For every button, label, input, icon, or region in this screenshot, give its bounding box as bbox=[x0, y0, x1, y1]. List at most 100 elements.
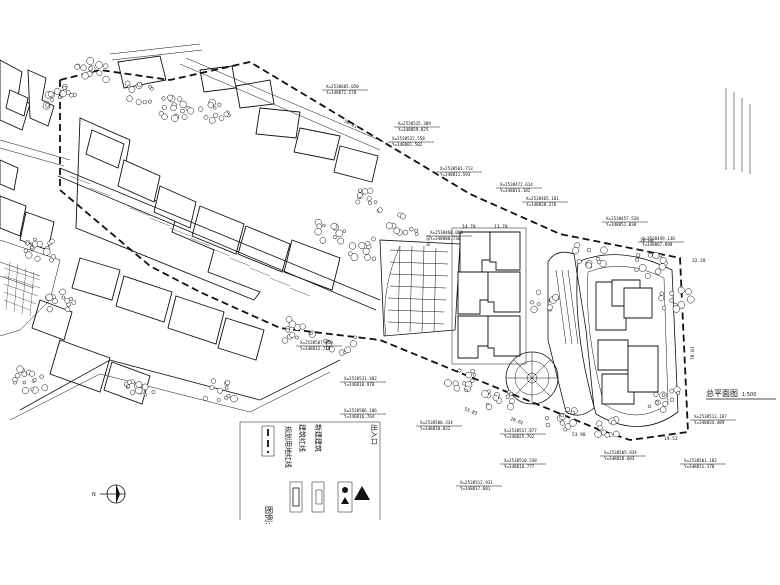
tree-symbol bbox=[218, 115, 225, 121]
dimension-label: 28.02 bbox=[509, 416, 524, 426]
tree-symbol bbox=[509, 398, 515, 404]
tree-symbol bbox=[597, 425, 603, 431]
entrance-plaza bbox=[379, 239, 461, 337]
tree-symbol bbox=[647, 252, 653, 258]
tree-symbol bbox=[358, 242, 366, 249]
tree-symbol bbox=[143, 392, 148, 397]
tree-symbol bbox=[161, 113, 168, 120]
svg-text:Y=348834.489: Y=348834.489 bbox=[694, 420, 725, 425]
drawing-scale: 1:500 bbox=[742, 392, 756, 398]
tree-symbol bbox=[167, 94, 174, 101]
tree-symbol bbox=[86, 57, 95, 65]
tree-symbol bbox=[357, 192, 363, 198]
tree-symbol bbox=[464, 388, 468, 393]
tree-symbol bbox=[319, 237, 327, 244]
tree-symbol bbox=[402, 229, 409, 236]
tree-symbol bbox=[332, 235, 337, 239]
tree-symbol bbox=[197, 106, 204, 112]
tree-symbol bbox=[102, 75, 110, 83]
tree-symbol bbox=[677, 286, 685, 294]
drawing-notes bbox=[725, 88, 751, 174]
svg-text:Y=348811.178: Y=348811.178 bbox=[684, 464, 715, 469]
north-arrow-icon: N bbox=[92, 484, 126, 504]
tree-symbol bbox=[16, 365, 24, 373]
tree-symbol bbox=[33, 237, 37, 242]
tree-symbol bbox=[224, 395, 228, 400]
tree-symbol bbox=[347, 251, 353, 257]
tree-symbol bbox=[685, 288, 692, 295]
tree-symbol bbox=[342, 229, 347, 233]
tree-symbol bbox=[230, 394, 238, 403]
tree-symbol bbox=[179, 100, 187, 109]
svg-text:X=2538605.050: X=2538605.050 bbox=[326, 84, 359, 89]
existing-buildings-southwest bbox=[0, 239, 341, 421]
tree-symbol bbox=[585, 262, 592, 269]
svg-text:X=2538449.138: X=2538449.138 bbox=[642, 236, 675, 241]
svg-text:N: N bbox=[92, 492, 96, 498]
tree-symbol bbox=[126, 379, 132, 385]
tree-symbol bbox=[335, 229, 344, 238]
tree-symbol bbox=[80, 64, 87, 71]
tree-symbol bbox=[150, 87, 154, 91]
coordinate-annotations: X=2538605.050Y=348872.578X=2538535.309Y=… bbox=[296, 84, 736, 491]
new-buildings-middle bbox=[451, 227, 527, 365]
tree-symbol bbox=[472, 373, 477, 377]
tree-symbol bbox=[536, 302, 541, 307]
tree-symbol bbox=[659, 257, 667, 264]
svg-text:Y=348825.762: Y=348825.762 bbox=[504, 434, 535, 439]
drawing-title: 总平面图 bbox=[706, 388, 738, 398]
tree-symbol bbox=[444, 379, 452, 387]
tree-symbol bbox=[46, 306, 53, 313]
tree-symbol bbox=[128, 86, 136, 93]
tree-symbol bbox=[330, 222, 338, 230]
tree-symbol bbox=[130, 389, 136, 396]
svg-text:X=2538517.877: X=2538517.877 bbox=[504, 428, 537, 433]
tree-symbol bbox=[677, 301, 686, 309]
tree-symbol bbox=[49, 238, 55, 244]
tree-symbol bbox=[124, 80, 131, 87]
dimension-label: 9.93 bbox=[426, 235, 432, 246]
tree-symbol bbox=[364, 254, 371, 261]
tree-symbol bbox=[371, 256, 377, 261]
svg-text:X=2538506.186: X=2538506.186 bbox=[344, 408, 377, 413]
tree-symbol bbox=[453, 384, 461, 392]
svg-text:X=2538501.182: X=2538501.182 bbox=[684, 458, 717, 463]
tree-symbol bbox=[59, 288, 66, 296]
tree-symbol bbox=[358, 188, 363, 193]
tree-symbol bbox=[393, 227, 401, 235]
svg-text:X=2538522.558: X=2538522.558 bbox=[392, 136, 425, 141]
dimension-label: 70.03 bbox=[690, 346, 696, 360]
tree-symbol bbox=[647, 404, 652, 409]
tree-symbol bbox=[355, 199, 361, 205]
tree-symbol bbox=[81, 72, 89, 80]
tree-symbol bbox=[661, 393, 666, 397]
tree-symbol bbox=[69, 296, 73, 301]
tree-symbol bbox=[148, 84, 152, 89]
dimension-label: 53.98 bbox=[572, 432, 586, 438]
tree-symbol bbox=[676, 390, 681, 395]
svg-text:Y=348810.978: Y=348810.978 bbox=[344, 382, 375, 387]
tree-symbol bbox=[45, 103, 50, 108]
tree-symbol bbox=[569, 419, 577, 427]
svg-text:X=2538457.528: X=2538457.528 bbox=[606, 216, 639, 221]
tree-symbol bbox=[69, 93, 74, 98]
tree-symbol bbox=[50, 97, 55, 102]
tree-symbol bbox=[147, 99, 152, 104]
tree-symbol bbox=[409, 227, 414, 232]
svg-text:Y=348851.030: Y=348851.030 bbox=[606, 222, 637, 227]
svg-text:X=2538505.934: X=2538505.934 bbox=[604, 450, 637, 455]
tree-symbol bbox=[64, 306, 71, 312]
tree-symbol bbox=[470, 378, 475, 383]
legend-label-building-line: 建筑红线 bbox=[298, 424, 307, 452]
tree-symbol bbox=[644, 272, 651, 279]
tree-symbol bbox=[492, 394, 499, 401]
svg-text:X=2538531.482: X=2538531.482 bbox=[344, 376, 377, 381]
